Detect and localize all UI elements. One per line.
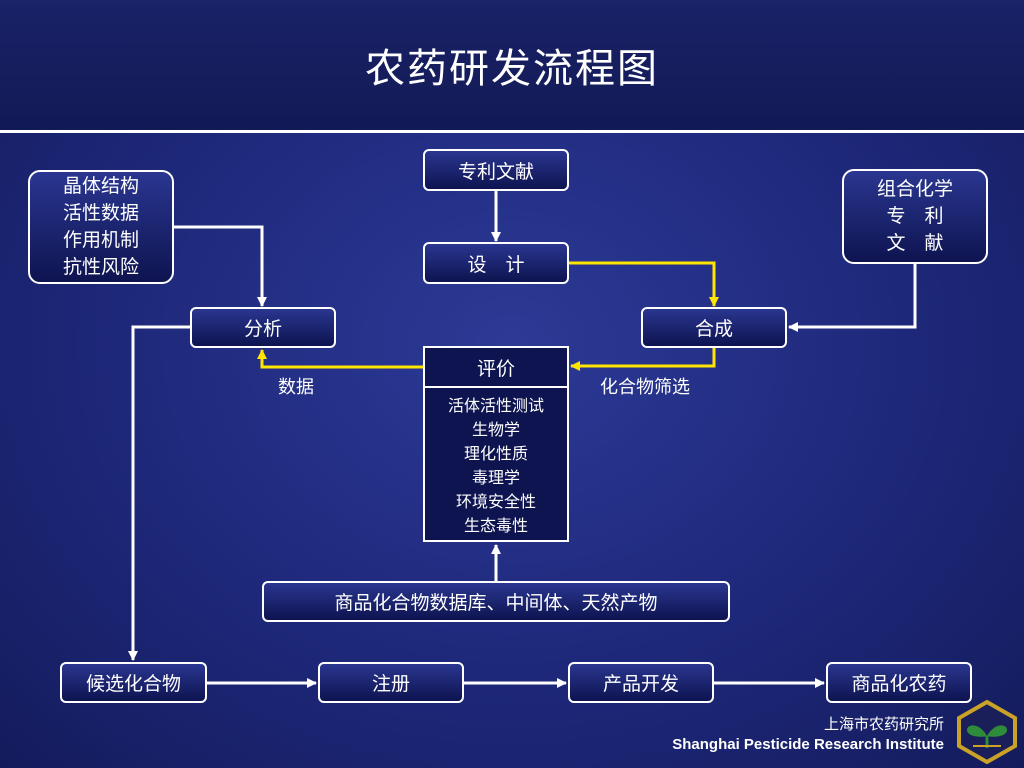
node-synthesis: 合成 [641,307,787,348]
arrow-synthesis-to-evaluation [570,348,716,371]
arrow-combichem-to-synthesis [788,264,917,332]
node-registration: 注册 [318,662,464,703]
left-info-line: 抗性风险 [62,256,139,278]
arrow-analysis-to-candidate [128,325,190,661]
node-database: 商品化合物数据库、中间体、天然产物 [262,581,730,622]
evaluation-item: 活体活性测试 [447,396,544,415]
footer-institute-en: Shanghai Pesticide Research Institute [672,736,944,753]
left-info-line: 活性数据 [62,202,139,224]
page-title: 农药研发流程图 [365,46,659,92]
evaluation-title: 评价 [425,348,567,388]
evaluation-item: 毒理学 [471,468,520,487]
right-info-line: 专 利 [886,205,944,227]
node-left-info: 晶体结构 活性数据 作用机制 抗性风险 [28,170,174,284]
header-bar [0,0,1024,133]
label-screening: 化合物筛选 [600,377,690,398]
evaluation-item: 理化性质 [463,444,528,463]
evaluation-item: 生物学 [471,420,520,439]
label-data: 数据 [278,377,314,398]
arrow-design-to-synthesis [569,261,719,307]
evaluation-list: 活体活性测试 生物学 理化性质 毒理学 环境安全性 生态毒性 [425,388,567,538]
footer-institute-cn: 上海市农药研究所 [823,715,944,733]
evaluation-item: 生态毒性 [463,516,528,535]
node-design: 设 计 [423,242,569,284]
node-patent-literature: 专利文献 [423,149,569,191]
node-right-info: 组合化学 专 利 文 献 [842,169,988,264]
node-analysis: 分析 [190,307,336,348]
node-commercial-pesticide: 商品化农药 [826,662,972,703]
node-candidate: 候选化合物 [60,662,207,703]
left-info-line: 作用机制 [62,229,139,251]
arrow-evaluation-to-analysis [257,349,423,369]
node-product-dev: 产品开发 [568,662,714,703]
left-info-line: 晶体结构 [62,175,139,197]
right-info-line: 文 献 [886,232,944,254]
institute-logo-icon [957,700,1017,764]
arrow-info-to-analysis [174,225,267,307]
node-evaluation: 评价 活体活性测试 生物学 理化性质 毒理学 环境安全性 生态毒性 [423,346,569,542]
evaluation-item: 环境安全性 [455,492,536,511]
right-info-line: 组合化学 [876,178,953,200]
